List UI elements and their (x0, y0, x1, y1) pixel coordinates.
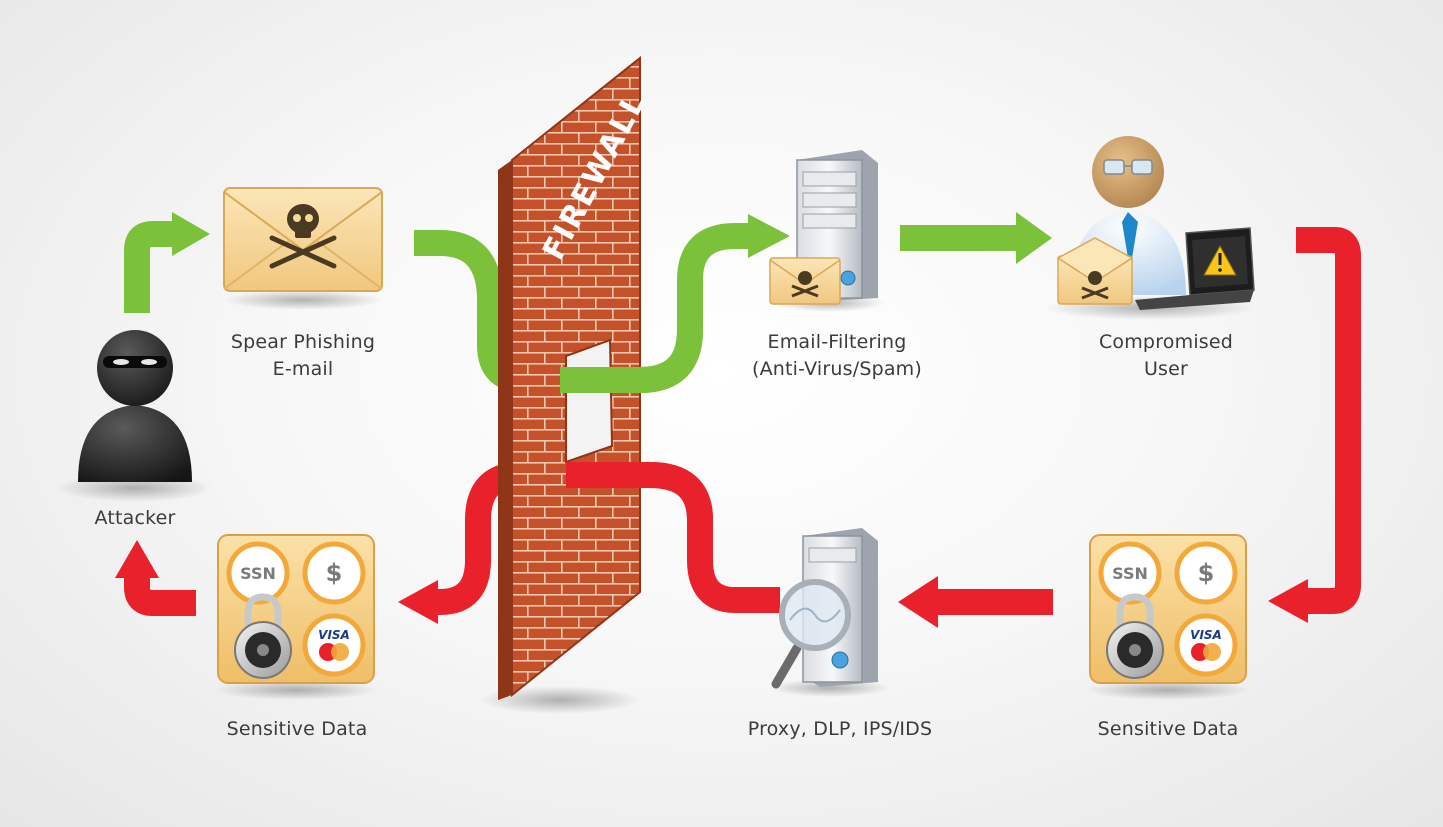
proxy-server-icon (770, 528, 890, 697)
visa-text: VISA (318, 628, 350, 642)
dollar-text: $ (1198, 559, 1215, 587)
arrow-attacker-to-email (124, 212, 210, 313)
attacker-icon (57, 330, 213, 502)
glasses-icon (1103, 159, 1153, 175)
dollar-text: $ (326, 559, 343, 587)
skull-crossbones-icon (269, 204, 337, 269)
arrow-data-to-attacker (115, 540, 196, 616)
sensitive-data-right-icon: SSN $ VISA (1086, 534, 1250, 700)
spear-phishing-label-line1: Spear Phishing (230, 331, 376, 353)
laptop-icon (1135, 227, 1255, 310)
compromised-user-icon (1045, 136, 1255, 320)
ssn-badge: SSN (1098, 541, 1162, 605)
sensitive-data-left-label-text: Sensitive Data (226, 718, 368, 740)
attacker-label-text: Attacker (94, 507, 176, 529)
proxy-label: Proxy, DLP, IPS/IDS (720, 716, 960, 743)
received-envelope-icon (1056, 237, 1134, 305)
outbound-arrow-through-hole (566, 462, 713, 521)
email-filtering-label: Email-Filtering (Anti-Virus/Spam) (717, 329, 957, 383)
sensitive-data-right-label: Sensitive Data (1048, 716, 1288, 743)
sensitive-data-right-label-text: Sensitive Data (1097, 718, 1239, 740)
ssn-text: SSN (240, 564, 276, 583)
small-envelope-icon (769, 257, 841, 305)
dollar-badge: $ (1174, 541, 1238, 605)
visa-text: VISA (1190, 628, 1222, 642)
credit-card-badge: VISA (302, 613, 366, 677)
dollar-badge: $ (302, 541, 366, 605)
email-filter-server-icon (769, 150, 885, 312)
proxy-label-text: Proxy, DLP, IPS/IDS (747, 718, 933, 740)
magnifying-glass-icon (771, 579, 851, 689)
arrow-user-to-data (1268, 227, 1361, 623)
compromised-user-label: Compromised User (1046, 329, 1286, 383)
spear-phishing-label: Spear Phishing E-mail (183, 329, 423, 383)
compromised-user-label-line2: User (1143, 358, 1189, 380)
credit-card-badge: VISA (1174, 613, 1238, 677)
phishing-envelope-icon (223, 187, 383, 310)
arrow-data-to-proxy (898, 576, 1053, 628)
padlock-icon (234, 593, 292, 679)
inbound-arrow-through-hole (560, 329, 703, 393)
arrow-filter-to-user (900, 212, 1052, 264)
sensitive-data-left-icon: SSN $ VISA (214, 534, 378, 700)
ssn-badge: SSN (226, 541, 290, 605)
sensitive-data-left-label: Sensitive Data (177, 716, 417, 743)
padlock-icon (1106, 593, 1164, 679)
email-filtering-label-line2: (Anti-Virus/Spam) (751, 358, 923, 380)
attacker-label: Attacker (15, 505, 255, 532)
warning-icon (1203, 244, 1237, 276)
ssn-text: SSN (1112, 564, 1148, 583)
spear-phishing-label-line2: E-mail (272, 358, 334, 380)
email-filtering-label-line1: Email-Filtering (767, 331, 907, 353)
compromised-user-label-line1: Compromised (1098, 331, 1234, 353)
